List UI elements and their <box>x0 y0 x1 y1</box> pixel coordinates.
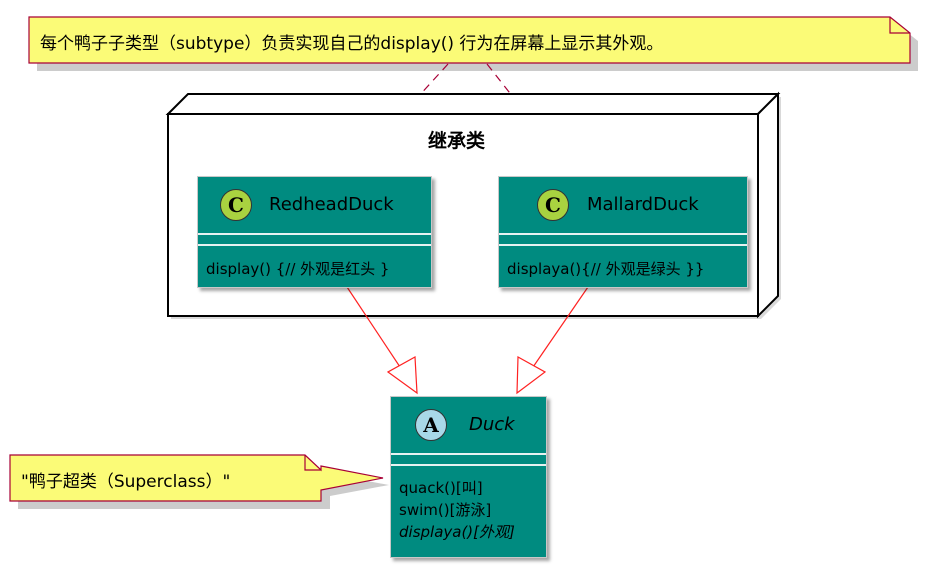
class-header: A Duck <box>391 397 546 453</box>
class-redhead-duck[interactable]: C RedheadDuck display() {// 外观是红头 } <box>197 176 432 288</box>
method-display: display() {// 外观是红头 } <box>206 260 390 278</box>
divider <box>499 244 747 246</box>
class-stereotype-icon: C <box>220 189 252 221</box>
class-name: Duck <box>469 414 515 435</box>
class-duck[interactable]: A Duck quack()[叫] swim()[游泳] displaya()[… <box>390 396 547 558</box>
class-mallard-duck[interactable]: C MallardDuck displaya(){// 外观是绿头 }} <box>498 176 748 288</box>
class-header: C RedheadDuck <box>198 177 431 233</box>
method-displaya: displaya(){// 外观是绿头 }} <box>507 260 705 278</box>
class-stereotype-icon: C <box>537 189 569 221</box>
top-note-text: 每个鸭子子类型（subtype）负责实现自己的display() 行为在屏幕上显… <box>40 34 664 54</box>
method-swim: swim()[游泳] <box>399 501 492 519</box>
method-quack: quack()[叫] <box>399 479 483 497</box>
method-displaya: displaya()[外观] <box>399 523 515 541</box>
inherit-arrow-mallard <box>516 286 589 395</box>
package-title: 继承类 <box>428 130 486 152</box>
class-name: RedheadDuck <box>269 194 394 215</box>
inherit-arrow-redhead <box>346 286 418 395</box>
divider <box>198 244 431 246</box>
left-note <box>9 454 389 509</box>
divider <box>391 453 546 455</box>
divider <box>391 464 546 466</box>
divider <box>499 233 747 235</box>
abstract-stereotype-icon: A <box>415 409 447 441</box>
left-note-text: "鸭子超类（Superclass）" <box>21 472 231 492</box>
class-header: C MallardDuck <box>499 177 747 233</box>
divider <box>198 233 431 235</box>
top-note <box>28 16 918 71</box>
class-name: MallardDuck <box>587 194 699 215</box>
